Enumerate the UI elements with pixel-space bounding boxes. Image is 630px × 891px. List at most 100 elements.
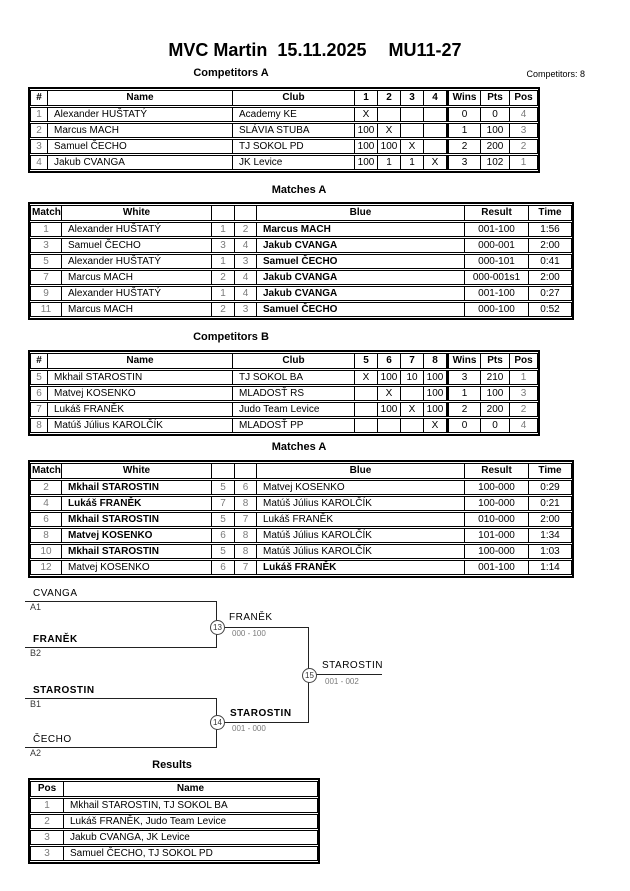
score-cell-1: 100 <box>355 139 378 154</box>
pos-cell: 2 <box>510 139 538 154</box>
club-cell: TJ SOKOL PD <box>233 139 355 154</box>
white-name-cell: Alexander HUŠTATÝ <box>62 254 212 269</box>
blue-name-cell: Marcus MACH <box>257 222 465 237</box>
col-header-blue-no <box>235 463 257 479</box>
col-header-3: 3 <box>401 90 424 106</box>
club-cell: MLADOSŤ RS <box>233 386 355 401</box>
col-header-blue: Blue <box>257 463 465 479</box>
white-name-cell: Mkhail STAROSTIN <box>62 512 212 527</box>
col-header-wins: Wins <box>447 90 481 106</box>
pos-cell: 3 <box>30 830 64 845</box>
score-cell-8: 100 <box>424 386 447 401</box>
section-heading-competitors-b: Competitors B <box>193 331 269 343</box>
pos-cell: 2 <box>30 814 64 829</box>
score-cell-6 <box>378 418 401 433</box>
match-result-cell: 000-101 <box>465 254 529 269</box>
score-cell-5 <box>355 386 378 401</box>
score-cell-8: X <box>424 418 447 433</box>
competitors-b-table: # Name Club 5 6 7 8 Wins Pts Pos 5 Mkhai… <box>28 350 540 436</box>
wins-cell: 3 <box>447 155 481 170</box>
bracket-slot: CVANGA A1 <box>25 587 217 613</box>
match-result-cell: 100-000 <box>465 544 529 559</box>
match-time-cell: 2:00 <box>529 512 572 527</box>
match-time-cell: 1:14 <box>529 560 572 575</box>
table-row: 3 Samuel ČECHO TJ SOKOL PD 100 100 X 2 2… <box>30 139 538 154</box>
score-cell-4 <box>424 123 447 138</box>
table-row: 8 Matúš Július KAROLČÍK MLADOSŤ PP X 0 0… <box>30 418 538 433</box>
bracket-score: 000 - 100 <box>232 629 266 638</box>
white-name-cell: Matvej KOSENKO <box>62 560 212 575</box>
score-cell-8: 100 <box>424 370 447 385</box>
match-time-cell: 1:34 <box>529 528 572 543</box>
col-header-time: Time <box>529 205 572 221</box>
col-header-club: Club <box>233 90 355 106</box>
header-row: # Name Club 5 6 7 8 Wins Pts Pos <box>30 353 538 369</box>
bracket-seed-label: A1 <box>30 602 42 612</box>
pos-cell: 1 <box>30 798 64 813</box>
white-no-cell: 1 <box>212 222 235 237</box>
section-heading-matches-a: Matches A <box>271 184 327 196</box>
name-cell: Matúš Július KAROLČÍK <box>48 418 233 433</box>
match-time-cell: 0:21 <box>529 496 572 511</box>
blue-no-cell: 8 <box>235 528 257 543</box>
wins-cell: 2 <box>447 139 481 154</box>
white-no-cell: 6 <box>212 560 235 575</box>
white-name-cell: Alexander HUŠTATÝ <box>62 222 212 237</box>
score-cell-7 <box>401 386 424 401</box>
col-header-name: Name <box>48 353 233 369</box>
match-time-cell: 1:03 <box>529 544 572 559</box>
wins-cell: 0 <box>447 418 481 433</box>
bracket-entrant-name: CVANGA <box>25 587 217 602</box>
col-header-time: Time <box>529 463 572 479</box>
white-name-cell: Marcus MACH <box>62 270 212 285</box>
table-row: 3 Samuel ČECHO 3 4 Jakub CVANGA 000-001 … <box>30 238 572 253</box>
white-name-cell: Mkhail STAROSTIN <box>62 480 212 495</box>
col-header-number: # <box>30 353 48 369</box>
bracket-score: 001 - 002 <box>325 677 359 686</box>
col-header-number: # <box>30 90 48 106</box>
match-no-cell: 8 <box>30 528 62 543</box>
category-label: MU11-27 <box>388 40 462 60</box>
match-time-cell: 0:29 <box>529 480 572 495</box>
match-result-cell: 001-100 <box>465 222 529 237</box>
score-cell-7: X <box>401 402 424 417</box>
col-header-white: White <box>62 463 212 479</box>
result-name-cell: Lukáš FRANĚK, Judo Team Levice <box>64 814 318 829</box>
pts-cell: 210 <box>481 370 510 385</box>
bracket-winner-name: STAROSTIN <box>322 660 383 671</box>
table-row: 9 Alexander HUŠTATÝ 1 4 Jakub CVANGA 001… <box>30 286 572 301</box>
match-no-cell: 5 <box>30 254 62 269</box>
club-cell: MLADOSŤ PP <box>233 418 355 433</box>
blue-no-cell: 3 <box>235 302 257 317</box>
wins-cell: 2 <box>447 402 481 417</box>
match-no-cell: 9 <box>30 286 62 301</box>
pos-cell: 3 <box>30 846 64 861</box>
club-cell: Academy KE <box>233 107 355 122</box>
blue-name-cell: Lukáš FRANĚK <box>257 512 465 527</box>
score-cell-6: 100 <box>378 370 401 385</box>
table-row: 3 Samuel ČECHO, TJ SOKOL PD <box>30 846 318 861</box>
match-node-13: 13 <box>210 620 225 635</box>
pos-cell: 4 <box>510 107 538 122</box>
blue-no-cell: 2 <box>235 222 257 237</box>
white-no-cell: 5 <box>212 544 235 559</box>
white-no-cell: 5 <box>212 512 235 527</box>
match-time-cell: 0:52 <box>529 302 572 317</box>
col-header-name: Name <box>48 90 233 106</box>
name-cell: Samuel ČECHO <box>48 139 233 154</box>
white-no-cell: 6 <box>212 528 235 543</box>
blue-name-cell: Jakub CVANGA <box>257 286 465 301</box>
match-result-cell: 001-100 <box>465 560 529 575</box>
table-row: 3 Jakub CVANGA, JK Levice <box>30 830 318 845</box>
club-cell: Judo Team Levice <box>233 402 355 417</box>
row-number-cell: 2 <box>30 123 48 138</box>
match-no-cell: 7 <box>30 270 62 285</box>
table-row: 6 Matvej KOSENKO MLADOSŤ RS X 100 1 100 … <box>30 386 538 401</box>
match-result-cell: 100-000 <box>465 480 529 495</box>
score-cell-1: X <box>355 107 378 122</box>
match-time-cell: 2:00 <box>529 270 572 285</box>
header-row: Pos Name <box>30 781 318 797</box>
white-no-cell: 1 <box>212 254 235 269</box>
bracket-connector <box>308 674 382 675</box>
